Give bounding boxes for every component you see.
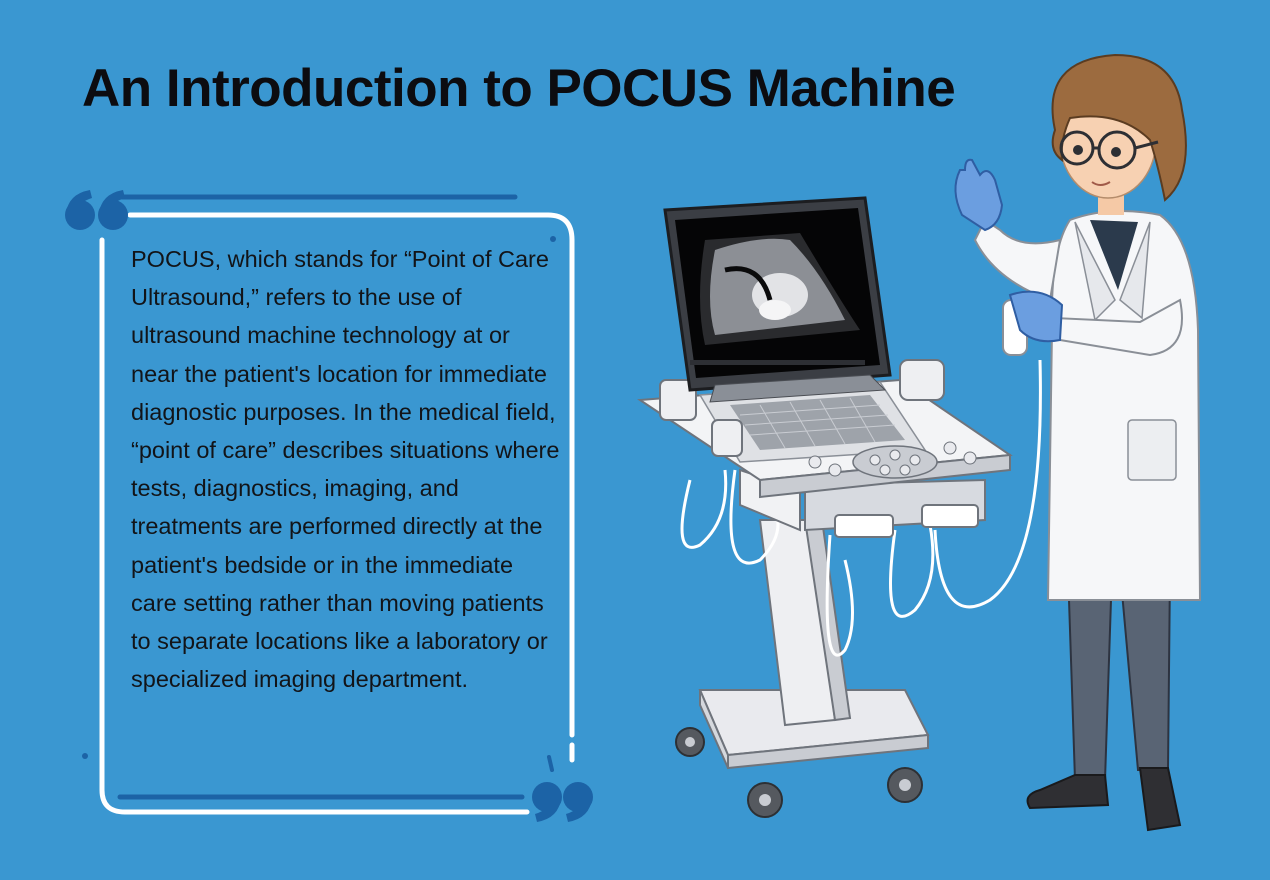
quote-text: POCUS, which stands for “Point of Care U… bbox=[131, 246, 560, 693]
page-title: An Introduction to POCUS Machine bbox=[82, 59, 956, 118]
probe-cables bbox=[680, 359, 1042, 657]
open-quote-icon bbox=[65, 190, 128, 230]
quote-frame bbox=[65, 190, 593, 822]
doctor-figure bbox=[954, 53, 1202, 832]
quote-body: POCUS, which stands for “Point of Care U… bbox=[131, 240, 561, 698]
machine-body bbox=[637, 359, 1013, 538]
ultrasound-illustration bbox=[637, 53, 1202, 832]
close-quote-icon bbox=[532, 782, 593, 822]
ultrasound-monitor bbox=[663, 196, 892, 403]
